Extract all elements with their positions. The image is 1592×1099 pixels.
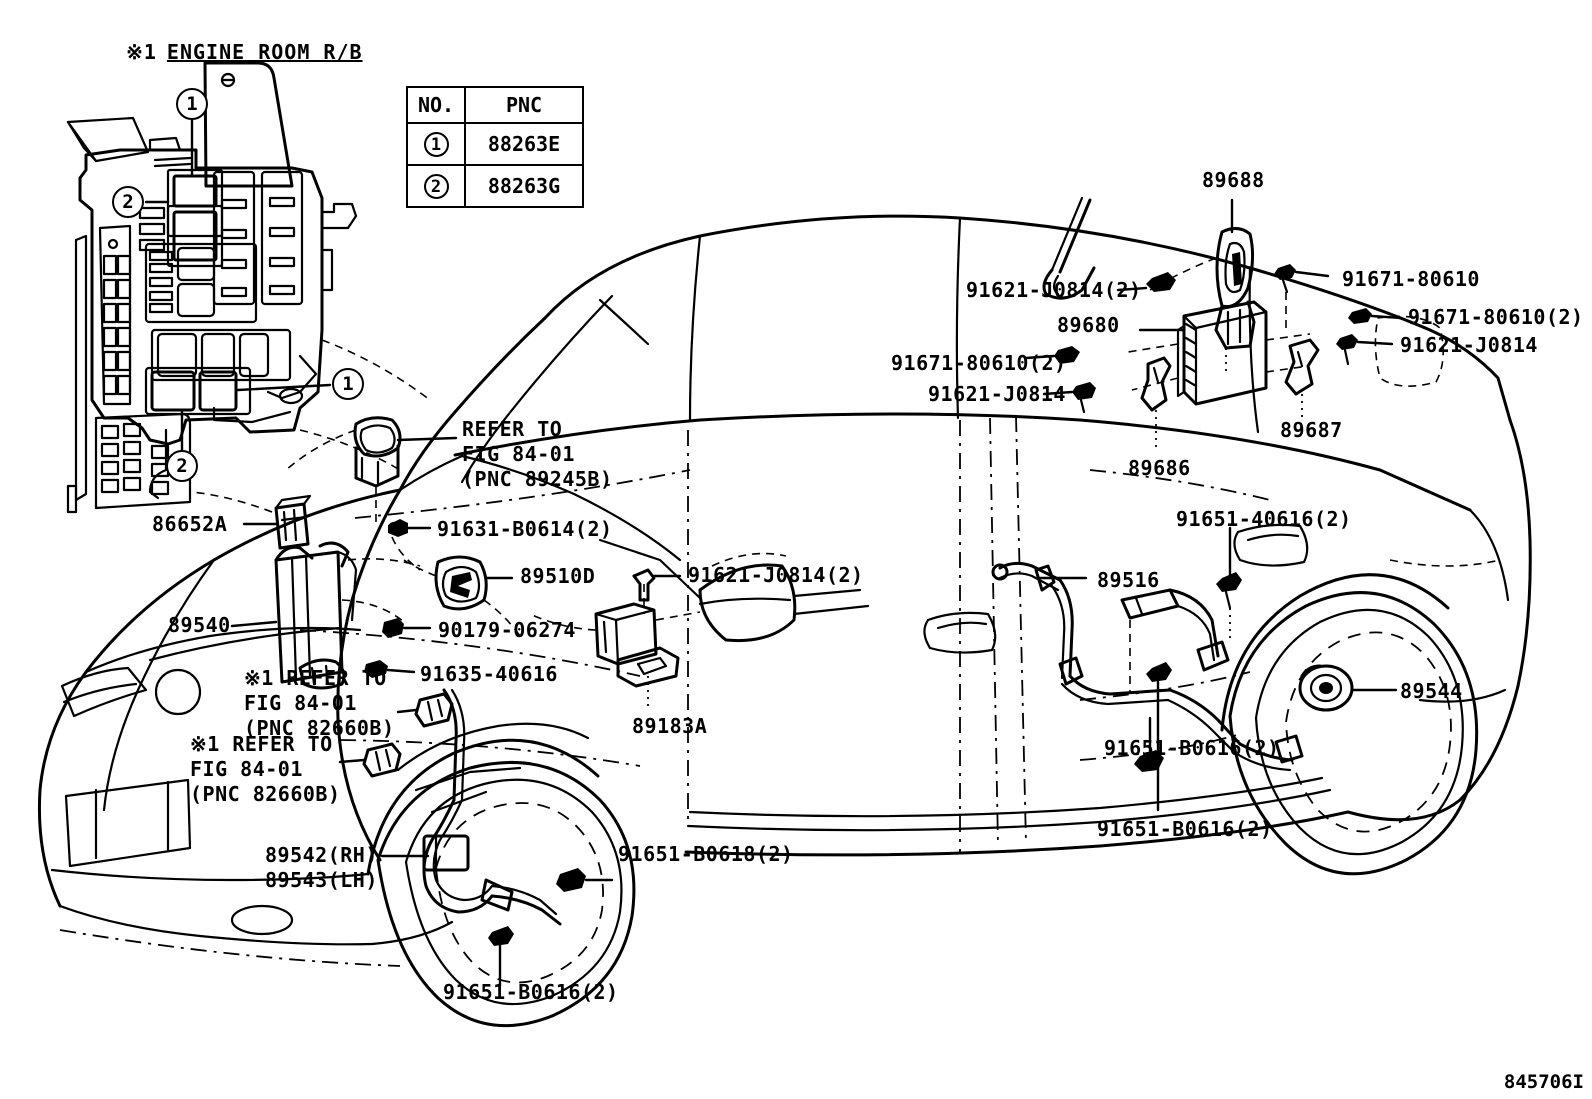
table-row: 2 88263G	[406, 164, 584, 208]
label-89544: 89544	[1400, 679, 1463, 703]
screw-91621-j0814-roof	[1116, 272, 1176, 292]
part-82660b-lower	[338, 742, 402, 778]
part-89516-harness	[991, 561, 1304, 772]
label-89688: 89688	[1202, 168, 1265, 192]
header-marker: ※1	[126, 40, 157, 64]
callout-bubble-1-right: 1	[332, 368, 364, 400]
part-89245b-roof-unit	[285, 416, 458, 524]
label-91621-j0814-roof: 91621-J0814(2)	[966, 278, 1142, 302]
header-title: ENGINE ROOM R/B	[166, 40, 363, 64]
label-90179-06274: 90179-06274	[438, 618, 576, 642]
table-cell-no: 2	[406, 164, 466, 208]
part-89688-antenna-base	[1042, 196, 1256, 376]
label-89540: 89540	[168, 613, 231, 637]
label-91621-j0814-right: 91621-J0814	[1400, 333, 1538, 357]
circled-number-2: 2	[423, 174, 449, 199]
part-91631-b0614-screw	[387, 519, 432, 571]
table-row: 1 88263E	[406, 122, 584, 166]
circled-number-1: 1	[423, 132, 449, 157]
label-89680: 89680	[1057, 313, 1120, 337]
label-89542-89543: 89542(RH) 89543(LH)	[265, 843, 378, 892]
part-82660b-upper	[396, 692, 454, 728]
part-90179-06274-nut	[382, 618, 432, 638]
screw-91671-80610-a	[1274, 264, 1330, 330]
label-91621-j0814-left: 91621-J0814	[928, 382, 1066, 406]
engine-room-relay-block	[66, 61, 358, 514]
label-89686: 89686	[1128, 456, 1191, 480]
label-89183a: 89183A	[632, 714, 708, 738]
table-cell-pnc: 88263E	[464, 122, 584, 166]
callout-bubble-1-top: 1	[176, 88, 208, 120]
part-89680-module	[1127, 300, 1311, 406]
rear-wheel	[1228, 591, 1479, 876]
screw-91621-j0814-left	[1042, 382, 1096, 414]
label-91651-b0616-low: 91651-B0616(2)	[1097, 817, 1273, 841]
pnc-table: NO. PNC 1 88263E 2 88263G	[406, 86, 584, 208]
part-86652a	[191, 491, 312, 550]
label-91651-b0618: 91651-B0618(2)	[618, 842, 794, 866]
label-91671-80610-a: 91671-80610	[1342, 267, 1480, 291]
table-header-no: NO.	[406, 86, 466, 124]
screw-91671-80610-left	[1024, 346, 1080, 364]
part-89544-sensor	[1298, 664, 1398, 712]
callout-bubble-2-bottom: 2	[166, 450, 198, 482]
part-89542-89543-harness	[380, 688, 614, 988]
label-91671-80610-left: 91671-80610(2)	[891, 351, 1067, 375]
label-refer-82660b-upper: ※1 REFER TO FIG 84-01 (PNC 82660B)	[244, 666, 395, 740]
screw-91671-80610-b	[1348, 308, 1402, 324]
label-91651-40616: 91651-40616(2)	[1176, 507, 1352, 531]
figure-id: 845706I	[1503, 1071, 1584, 1093]
table-cell-pnc: 88263G	[464, 164, 584, 208]
label-refer-82660b-lower: ※1 REFER TO FIG 84-01 (PNC 82660B)	[190, 732, 341, 806]
label-89687: 89687	[1280, 418, 1343, 442]
part-89510d	[403, 555, 521, 637]
screw-91651-b0616-mid	[1146, 662, 1172, 812]
vehicle-body-outline	[37, 214, 1532, 1028]
screw-91621-j0814-right	[1336, 334, 1394, 366]
label-91631-b0614: 91631-B0614(2)	[437, 517, 613, 541]
part-91635-40616-screw	[364, 660, 416, 678]
part-89183a	[529, 568, 701, 706]
label-91651-b0616-mid: 91651-B0616(2)	[1104, 736, 1280, 760]
screw-91651-40616	[1216, 526, 1242, 638]
label-91635-40616: 91635-40616	[420, 662, 558, 686]
table-cell-no: 1	[406, 122, 466, 166]
page-title: ※1 ENGINE ROOM R/B	[100, 16, 363, 64]
label-89516: 89516	[1097, 568, 1160, 592]
part-89540	[230, 541, 421, 690]
label-91651-b0616-front: 91651-B0616(2)	[443, 980, 619, 1004]
label-89510d: 89510D	[520, 564, 596, 588]
label-91621-j0814-center: 91621-J0814(2)	[688, 563, 864, 587]
part-89687-bracket	[1284, 338, 1320, 422]
table-header-row: NO. PNC	[406, 86, 584, 124]
label-91671-80610-b: 91671-80610(2)	[1408, 305, 1584, 329]
screw-91651-b0616-low	[1134, 716, 1164, 772]
label-refer-89245b: REFER TO FIG 84-01 (PNC 89245B)	[462, 417, 613, 491]
callout-bubble-2-top: 2	[112, 186, 144, 218]
label-86652a: 86652A	[152, 512, 228, 536]
table-header-pnc: PNC	[464, 86, 584, 124]
front-wheel	[376, 761, 636, 1028]
part-89686-bracket	[1140, 356, 1172, 452]
